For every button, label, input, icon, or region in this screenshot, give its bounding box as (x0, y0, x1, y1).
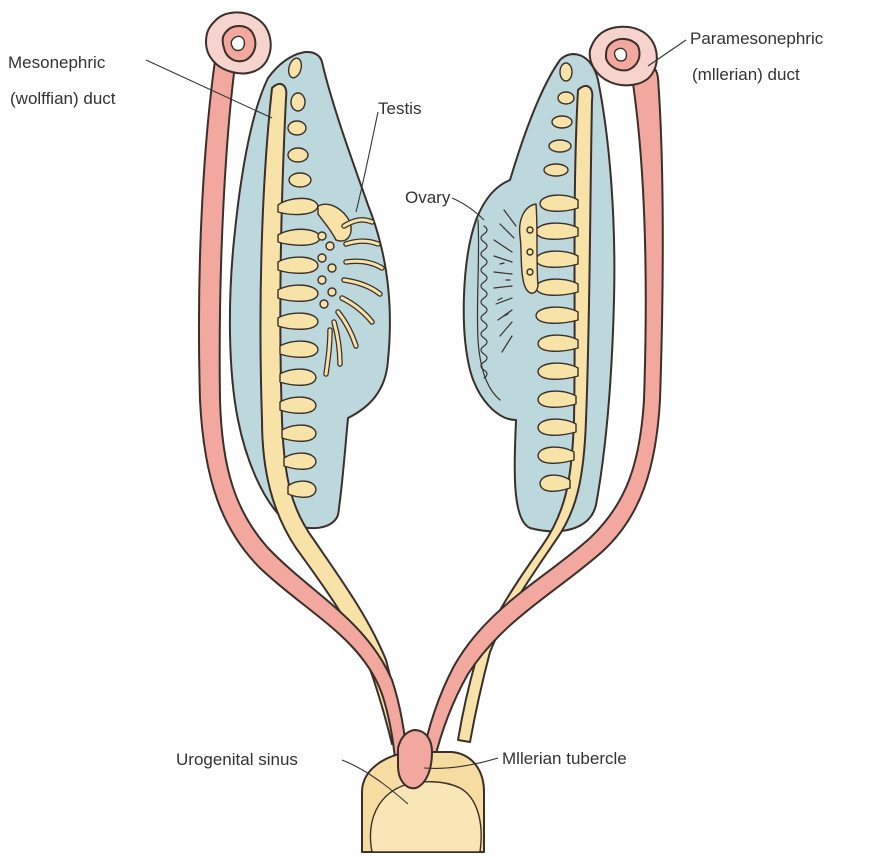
label-mesonephric-line1: Mesonephric (8, 53, 106, 72)
label-mullerian-tubercle: Mllerian tubercle (502, 749, 627, 768)
label-paramesonephric-line1: Paramesonephric (690, 29, 824, 48)
leader-testis (356, 112, 378, 212)
right-duct-ostium (590, 27, 657, 86)
label-paramesonephric-line2: (mllerian) duct (692, 65, 800, 84)
label-mesonephric-line2: (wolffian) duct (10, 89, 116, 108)
labels: Mesonephric (wolffian) duct Testis Ovary… (8, 29, 824, 769)
label-testis: Testis (378, 99, 421, 118)
urogenital-sinus (362, 730, 484, 852)
left-duct-ostium (206, 12, 271, 73)
label-ovary: Ovary (405, 188, 451, 207)
label-urogenital-sinus: Urogenital sinus (176, 750, 298, 769)
